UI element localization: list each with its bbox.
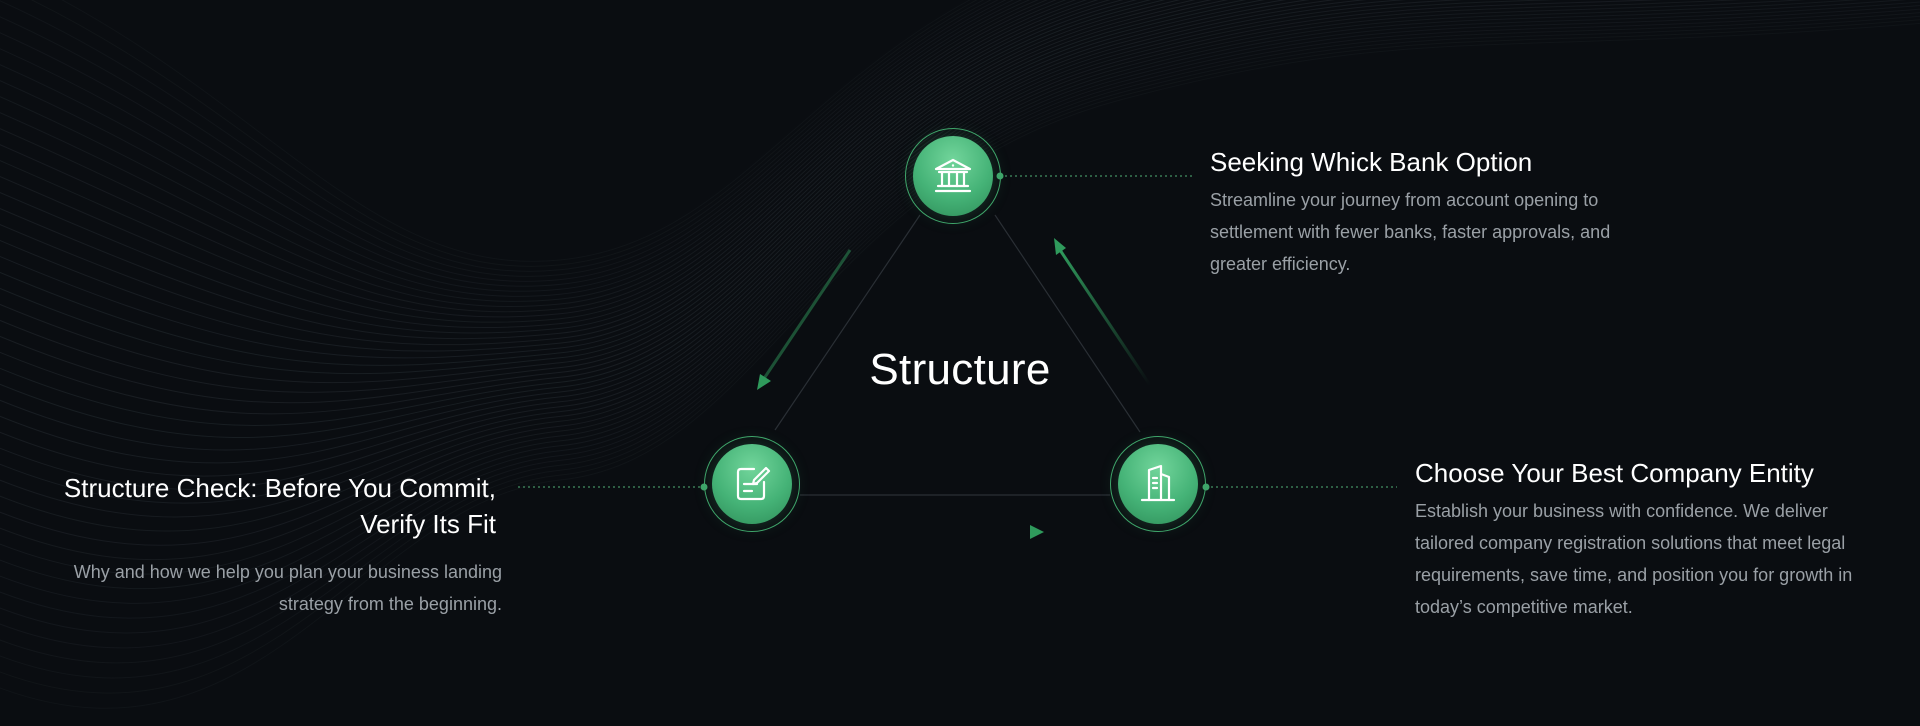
wave-line bbox=[0, 0, 1247, 426]
bank-node-badge bbox=[913, 136, 993, 216]
wave-line bbox=[0, 0, 1067, 323]
bank-option-block: Seeking Whick Bank Option Streamline you… bbox=[1210, 144, 1650, 280]
wave-line bbox=[0, 0, 1166, 375]
wave-line bbox=[0, 0, 1138, 359]
wave-line bbox=[0, 22, 1920, 709]
company-node bbox=[1110, 436, 1206, 532]
wave-line bbox=[0, 0, 1196, 393]
wave-line bbox=[0, 19, 1920, 694]
document-node bbox=[704, 436, 800, 532]
wave-line bbox=[0, 0, 1407, 504]
wave-line bbox=[0, 0, 1229, 415]
bank-icon bbox=[934, 158, 972, 193]
structure-check-title: Structure Check: Before You Commit, Veri… bbox=[63, 473, 496, 539]
wave-line bbox=[0, 0, 1266, 439]
wave-line bbox=[0, 0, 1152, 366]
wave-line bbox=[0, 1, 1920, 619]
wave-line bbox=[0, 0, 1368, 491]
structure-check-description: Why and how we help you plan your busine… bbox=[73, 562, 502, 614]
wave-line bbox=[0, 0, 1310, 464]
company-entity-description: Establish your business with confidence.… bbox=[1415, 501, 1853, 617]
wave-line bbox=[0, 0, 1466, 518]
wave-line bbox=[0, 0, 1559, 532]
document-node-badge bbox=[712, 444, 792, 524]
wave-line bbox=[0, 0, 1124, 352]
structure-check-block: Structure Check: Before You Commit, Veri… bbox=[40, 470, 502, 620]
decorative-wave-lines bbox=[0, 0, 1920, 709]
wave-line bbox=[0, 0, 1015, 292]
wave-line bbox=[0, 8, 1920, 649]
wave-line bbox=[0, 0, 1077, 329]
wave-line bbox=[0, 0, 1807, 575]
wave-line bbox=[0, 0, 1907, 604]
flow-arrow-top-to-left bbox=[757, 249, 852, 390]
wave-line bbox=[0, 0, 1039, 308]
company-entity-title: Choose Your Best Company Entity bbox=[1415, 458, 1814, 488]
wave-line bbox=[0, 5, 1920, 634]
wave-line bbox=[0, 0, 1023, 297]
wave-line bbox=[30, 0, 978, 267]
wave-line bbox=[0, 12, 1920, 664]
wave-line bbox=[0, 0, 1057, 318]
wave-line bbox=[0, 0, 1007, 287]
wave-line bbox=[0, 0, 985, 272]
wave-line bbox=[0, 0, 1031, 302]
wave-line bbox=[0, 15, 1920, 679]
wave-line bbox=[0, 0, 1665, 546]
document-edit-icon bbox=[736, 466, 771, 501]
wave-line bbox=[61, 0, 971, 262]
wave-line bbox=[0, 0, 1181, 384]
wave-line bbox=[0, 0, 1743, 560]
wave-line bbox=[0, 0, 992, 277]
wave-line bbox=[0, 0, 1049, 313]
wave-line bbox=[0, 0, 1336, 477]
wave-line bbox=[0, 0, 1112, 346]
company-entity-block: Choose Your Best Company Entity Establis… bbox=[1415, 455, 1875, 623]
bank-option-description: Streamline your journey from account ope… bbox=[1210, 190, 1611, 274]
wave-line bbox=[0, 0, 999, 282]
wave-line bbox=[0, 0, 1088, 334]
company-node-badge bbox=[1118, 444, 1198, 524]
flow-arrow-left-to-right bbox=[862, 525, 1044, 539]
office-building-icon bbox=[1140, 464, 1176, 502]
wave-line bbox=[0, 0, 1099, 340]
bank-option-title: Seeking Whick Bank Option bbox=[1210, 147, 1533, 177]
wave-line bbox=[0, 0, 1213, 404]
triangle-edges bbox=[774, 214, 1141, 496]
wave-line bbox=[0, 0, 1860, 590]
diagram-title: Structure bbox=[869, 345, 1051, 394]
bank-node bbox=[905, 128, 1001, 224]
wave-line bbox=[0, 0, 1287, 451]
dotted-connectors bbox=[518, 175, 1397, 488]
flow-arrow-right-to-top bbox=[1054, 238, 1152, 386]
